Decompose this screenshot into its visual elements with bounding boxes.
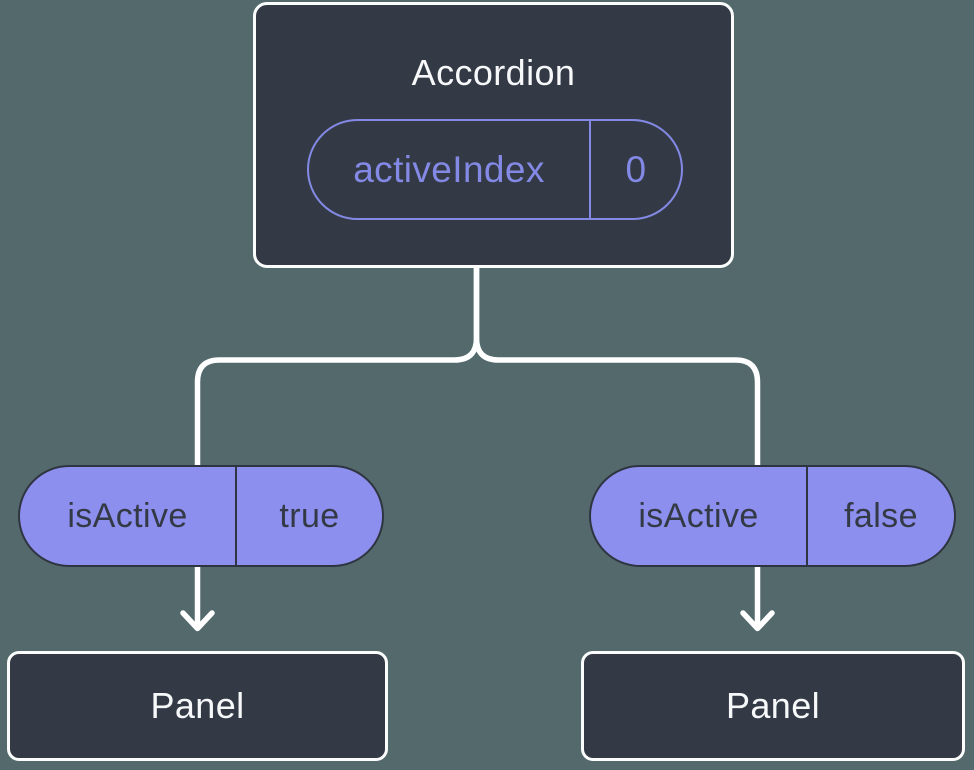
accordion-node: Accordion activeIndex 0: [253, 2, 734, 268]
arrowhead-down-left-icon: [180, 610, 215, 632]
prop-pill-left: isActive true: [18, 465, 384, 567]
state-pill-value: 0: [589, 121, 681, 218]
arrowhead-down-right-icon: [740, 610, 775, 632]
prop-pill-right-value: false: [806, 467, 954, 565]
state-pill: activeIndex 0: [307, 119, 683, 220]
prop-pill-right: isActive false: [589, 465, 956, 567]
connector-branch-left: [194, 263, 480, 630]
connector-branch-right: [473, 263, 761, 630]
panel-node-left-title: Panel: [150, 685, 245, 726]
prop-pill-left-name: isActive: [67, 496, 188, 535]
panel-node-left: Panel: [7, 651, 388, 761]
accordion-node-title: Accordion: [411, 52, 576, 93]
panel-node-right: Panel: [581, 651, 965, 761]
state-pill-name: activeIndex: [353, 148, 545, 190]
prop-pill-left-value: true: [235, 467, 382, 565]
prop-pill-right-name: isActive: [638, 496, 759, 535]
panel-node-right-title: Panel: [725, 685, 821, 726]
